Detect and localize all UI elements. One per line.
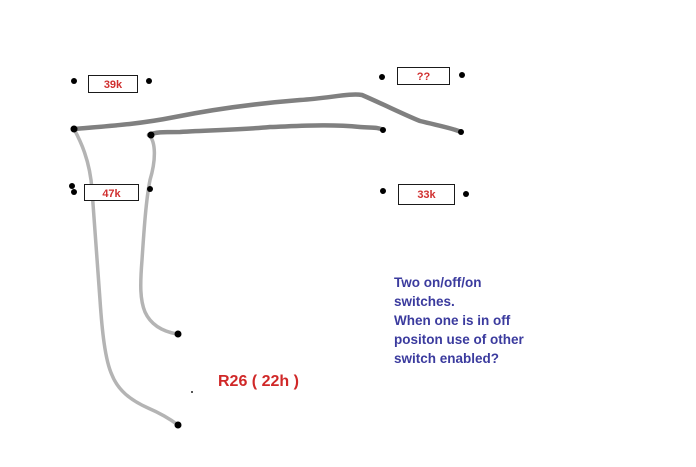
- wire-second-down: [139, 133, 179, 336]
- resistor-47k-label: 47k: [84, 184, 139, 201]
- terminal-dot: [147, 186, 153, 192]
- terminal-dot: [70, 125, 78, 133]
- terminal-dot: [379, 74, 385, 80]
- wire-second-to-right: [146, 123, 386, 138]
- terminal-dot: [71, 78, 77, 84]
- terminal-dot: [174, 421, 182, 429]
- terminal-dot: [147, 131, 155, 139]
- resistor-39k-label: 39k: [88, 75, 138, 93]
- ref-label: R26 ( 22h ): [218, 373, 299, 390]
- resistor-33k-label: 33k: [398, 184, 455, 205]
- note-line: When one is in off: [394, 313, 511, 328]
- resistor-unknown-label: ??: [397, 67, 450, 85]
- note-line: switches.: [394, 294, 455, 309]
- note-line: positon use of other: [394, 332, 524, 347]
- terminal-dot: [380, 127, 386, 133]
- terminal-dot: [459, 72, 465, 78]
- wire-left-long-down: [72, 127, 180, 427]
- question-note: Two on/off/on switches. When one is in o…: [394, 273, 564, 368]
- terminal-dot: [458, 129, 464, 135]
- terminal-dot: [69, 183, 75, 189]
- terminal-dot: [146, 78, 152, 84]
- stray-dot: [191, 391, 193, 393]
- wire-main-left-to-right: [71, 92, 464, 135]
- note-line: switch enabled?: [394, 351, 500, 366]
- terminal-dot: [174, 330, 182, 338]
- note-line: Two on/off/on: [394, 275, 482, 290]
- terminal-dot: [71, 189, 77, 195]
- terminal-dot: [380, 188, 386, 194]
- terminal-dot: [463, 191, 469, 197]
- terminal-dots: [69, 72, 469, 429]
